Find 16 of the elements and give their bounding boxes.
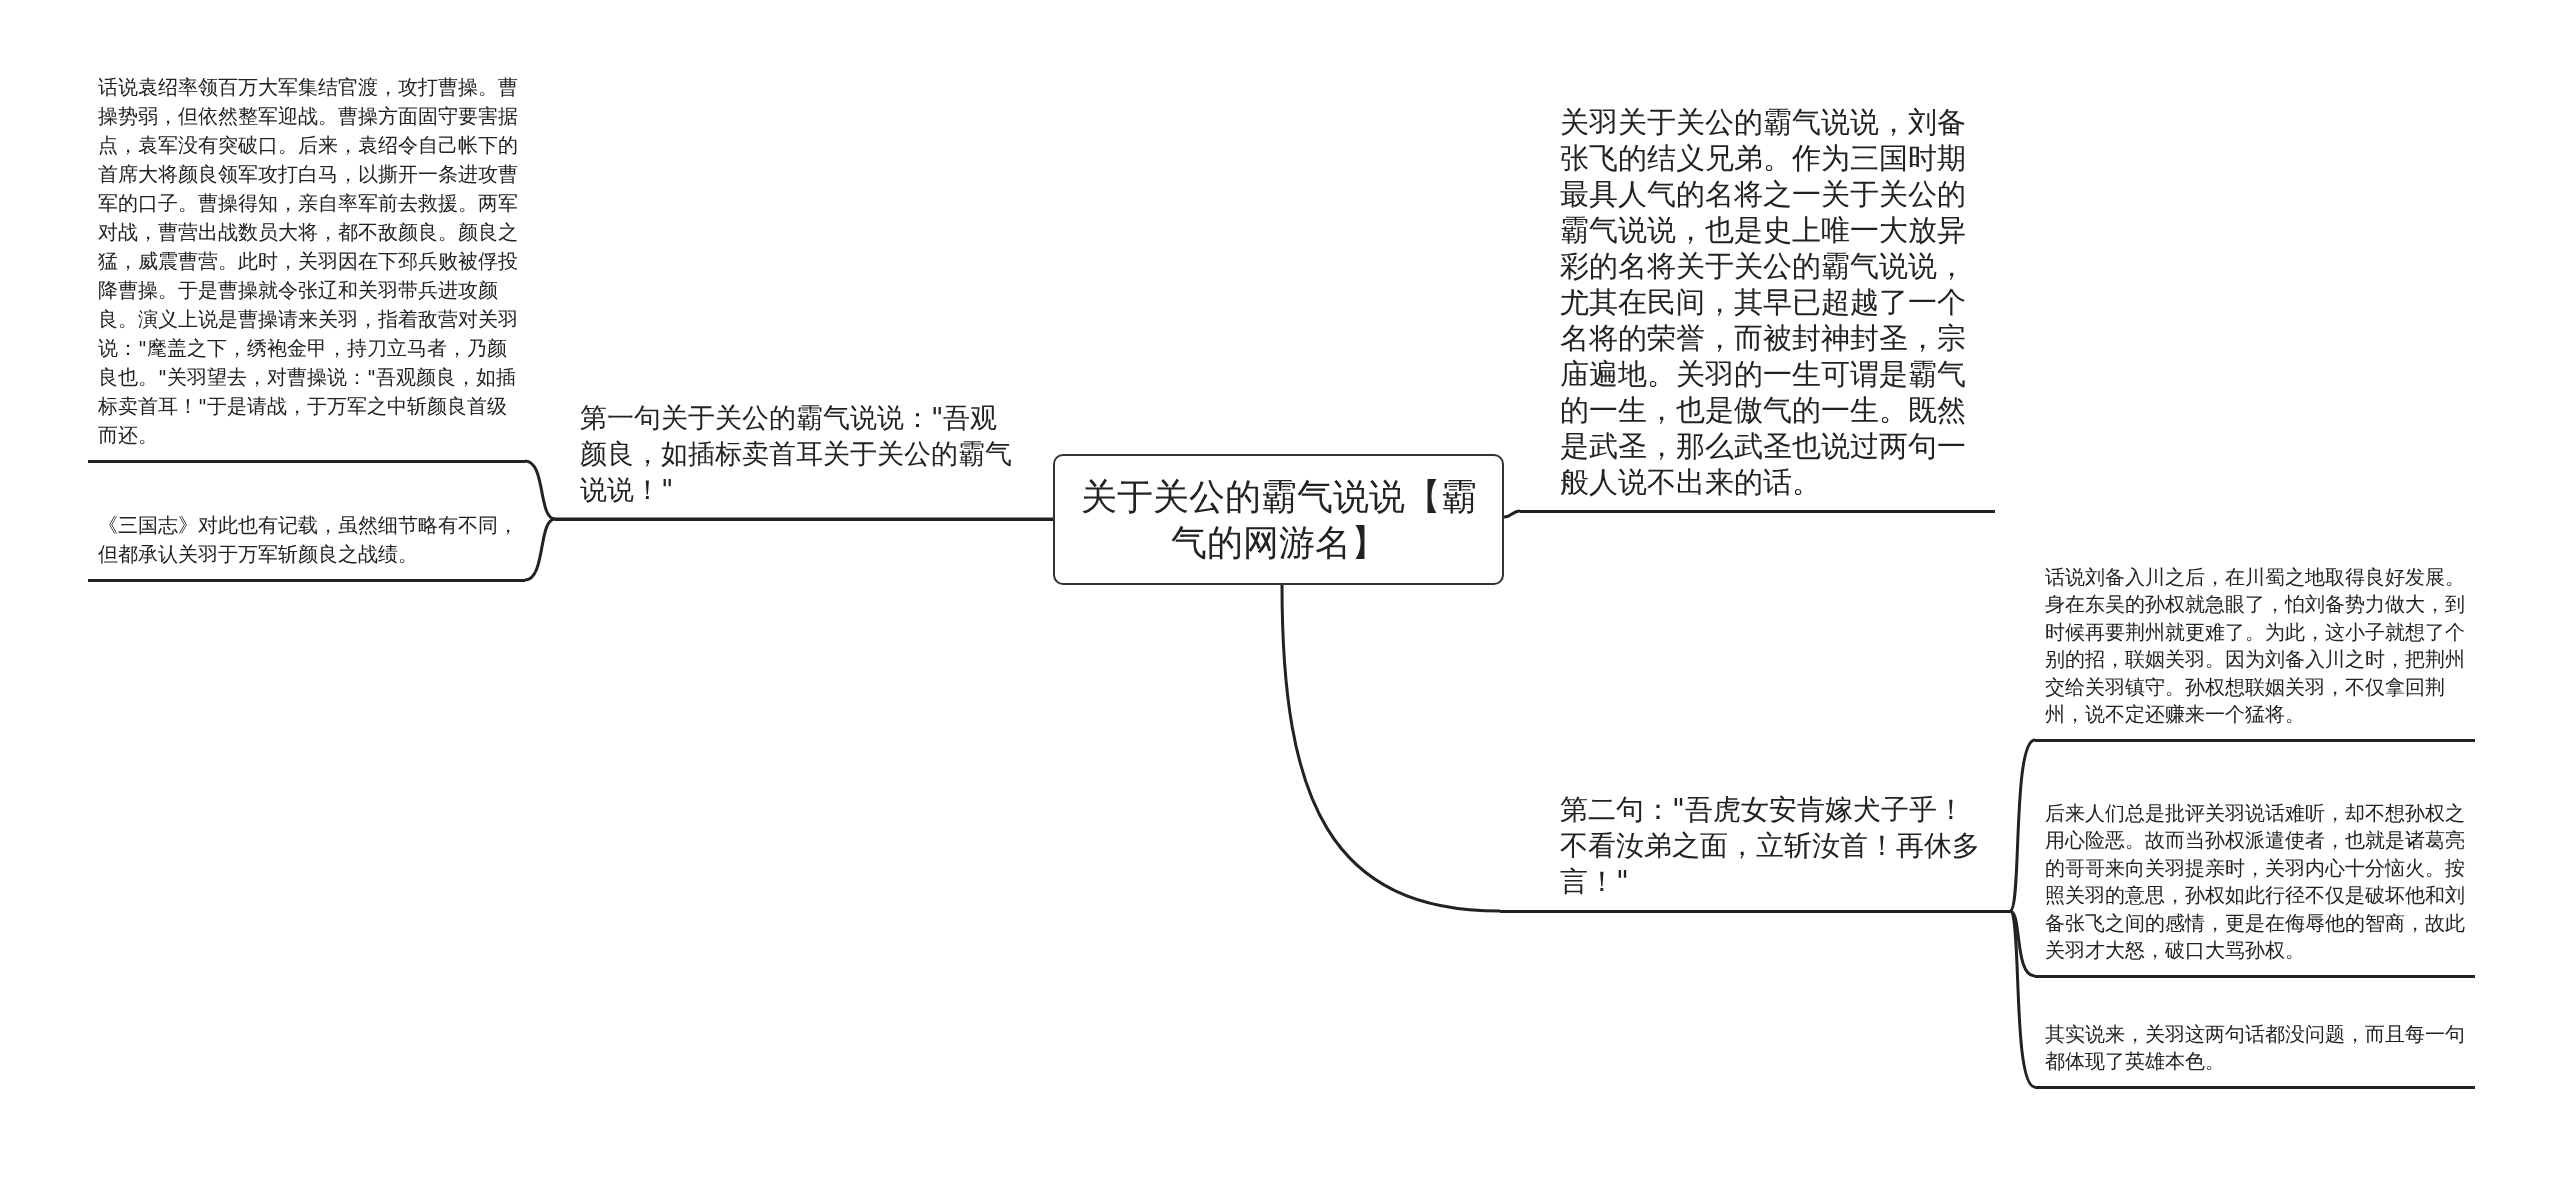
underlined-topic: 关羽关于关公的霸气说说，刘备张飞的结义兄弟。作为三国时期最具人气的名将之一关于关公的霸气说说，也是史上唯一大放异彩的名将关于关公的霸气说说，尤其在民间，其早已超越了一个名将的荣誉，而被封神封圣，宗庙遍地。关羽的一生可谓是霸气的一生，也是傲气的一生。既然是武圣，那么武圣也说过两句一般人说不出来的话。: [1520, 103, 1995, 513]
underlined-topic: 后来人们总是批评关羽说话难听，却不想孙权之用心险恶。故而当孙权派遣使者，也就是诸葛亮的哥哥来向关羽提亲时，关羽内心十分恼火。按照关羽的意思，孙权如此行径不仅是破坏他和刘备张飞之间的感情，更是在侮辱他的智商，故此关羽才大怒，破口大骂孙权。: [2035, 799, 2475, 978]
underlined-topic: 第二句："吾虎女安肯嫁犬子乎！不看汝弟之面，立斩汝首！再休多言！": [1500, 791, 2010, 913]
connector-line: [2008, 910, 2036, 1089]
connector-line: [2009, 909, 2036, 978]
connector-line: [1503, 509, 1521, 519]
connector-line: [524, 517, 556, 582]
connector-line: [524, 459, 556, 521]
topic-box: 关于关公的霸气说说【霸气的网游名】: [1053, 454, 1504, 585]
underlined-topic: 《三国志》对此也有记载，虽然细节略有不同，但都承认关羽于万军斩颜良之战绩。: [88, 510, 525, 582]
underlined-topic: 第一句关于关公的霸气说说："吾观颜良，如插标卖首耳关于关公的霸气说说！": [555, 399, 1053, 521]
underlined-topic: 话说刘备入川之后，在川蜀之地取得良好发展。身在东吴的孙权就急眼了，怕刘备势力做大，到时候再要荆州就更难了。为此，这小子就想了个别的招，联姻关羽。因为刘备入川之时，把荆州交给关羽镇守。孙权想联姻关羽，不仅拿回荆州，说不定还赚来一个猛将。: [2035, 563, 2475, 742]
connector-line: [2008, 738, 2036, 912]
underlined-topic: 其实说来，关羽这两句话都没问题，而且每一句都体现了英雄本色。: [2035, 1020, 2475, 1089]
underlined-topic: 话说袁绍率领百万大军集结官渡，攻打曹操。曹操势弱，但依然整军迎战。曹操方面固守要害据点，袁军没有突破口。后来，袁绍令自己帐下的首席大将颜良领军攻打白马，以撕开一条进攻曹军的口子。曹操得知，亲自率军前去救援。两军对战，曹营出战数员大将，都不敌颜良。颜良之猛，威震曹营。此时，关羽因在下邳兵败被俘投降曹操。于是曹操就令张辽和关羽带兵进攻颜良。演义上说是曹操请来关羽，指着敌营对关羽说："麾盖之下，绣袍金甲，持刀立马者，乃颜良也。"关羽望去，对曹操说："吾观颜良，如插标卖首耳！"于是请战，于万军之中斩颜良首级而还。: [88, 72, 525, 463]
connector-line: [1280, 584, 1501, 913]
